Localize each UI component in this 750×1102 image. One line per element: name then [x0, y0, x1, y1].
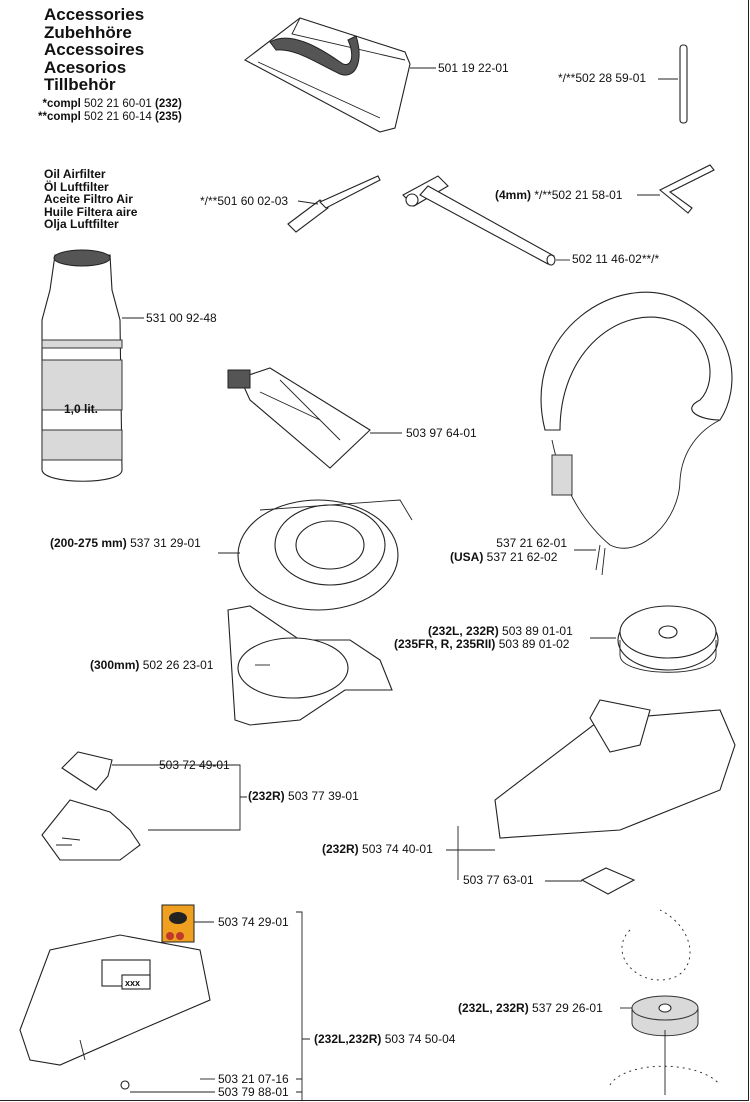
- guard4-model: (232R): [322, 842, 359, 856]
- decal-code: 503 74 29-01: [218, 915, 289, 929]
- harness-usa: (USA): [450, 550, 484, 564]
- washer-label: (232L, 232R) 537 29 26-01: [458, 1002, 603, 1015]
- title-sv: Tillbehör: [44, 75, 116, 94]
- hexkey-label: (4mm) */**502 21 58-01: [495, 189, 622, 202]
- guard2-code: 502 26 23-01: [142, 658, 214, 672]
- guard1-code: 537 31 29-01: [130, 536, 201, 550]
- pin-illustration: [658, 44, 688, 124]
- guard5-illustration: [19, 911, 310, 1100]
- guard3-illustration: [41, 764, 247, 861]
- compl-235: **compl 502 21 60-14 (235): [38, 111, 182, 123]
- hexkey-code: */**502 21 58-01: [534, 188, 623, 202]
- plate-code: 503 77 63-01: [463, 873, 534, 887]
- screwdriver-illustration: [287, 175, 381, 233]
- guard5-code: 503 74 50-04: [384, 1032, 456, 1046]
- title-es: Acesorios: [44, 57, 127, 77]
- guard1-label: (200-275 mm) 537 31 29-01: [50, 537, 201, 550]
- grease-code: 503 97 64-01: [406, 426, 477, 440]
- guard4-code: 503 74 40-01: [362, 842, 433, 856]
- hexkey-illustration: [637, 164, 715, 214]
- page-title: Accessories Zubehhöre Accessoires Acesor…: [44, 6, 144, 94]
- bag-illustration: [243, 17, 436, 133]
- guard3-code: 503 77 39-01: [288, 789, 359, 803]
- pin-code: */**502 28 59-01: [558, 71, 647, 85]
- guard4-label: (232R) 503 74 40-01: [322, 843, 433, 856]
- guard2-illustration: [227, 605, 393, 726]
- screw1-code: 503 21 07-16: [218, 1072, 289, 1086]
- harness-code: 537 21 62-01: [496, 536, 567, 550]
- spool-label-2: (235FR, R, 235RII) 503 89 01-02: [394, 638, 569, 651]
- spool-code-1: 503 89 01-01: [502, 624, 573, 638]
- oil-title-sv: Olja Luftfilter: [44, 217, 119, 232]
- guard3-model: (232R): [248, 789, 285, 803]
- harness-usa-label: (USA) 537 21 62-02: [450, 551, 557, 564]
- spool-model-2: (235FR, R, 235RII): [394, 637, 496, 651]
- title-en: Accessories: [44, 5, 145, 24]
- guard3-label: (232R) 503 77 39-01: [248, 790, 359, 803]
- guard1-illustration: [218, 499, 413, 611]
- wrench-illustration: [402, 175, 570, 266]
- guard1-size: (200-275 mm): [50, 536, 127, 550]
- hexkey-size: (4mm): [495, 188, 532, 202]
- plate-illustration: [545, 867, 636, 895]
- wrench-code: 502 11 46-02**/*: [572, 252, 660, 266]
- guard2-label: (300mm) 502 26 23-01: [90, 659, 213, 672]
- compl-list: *compl 502 21 60-01 (232) **compl 502 21…: [38, 98, 182, 124]
- oil-title-es: Aceite Filtro Air: [44, 192, 133, 207]
- harness-illustration: [540, 291, 733, 576]
- guard4-illustration: [446, 699, 736, 880]
- spool-label-1: (232L, 232R) 503 89 01-01: [428, 625, 573, 638]
- washer-code: 537 29 26-01: [532, 1001, 603, 1015]
- oil-title-en: Oil Airfilter: [44, 167, 106, 181]
- bracket-code: 503 72 49-01: [159, 758, 230, 772]
- oil-bottle-illustration: [41, 249, 144, 482]
- guard5-model: (232L,232R): [314, 1032, 382, 1046]
- bracket-illustration: [61, 751, 155, 791]
- guard2-size: (300mm): [90, 658, 140, 672]
- title-fr: Accessoires: [44, 40, 145, 59]
- spool-illustration: [590, 605, 719, 673]
- washer-model: (232L, 232R): [458, 1001, 529, 1015]
- screwdriver-code: */**501 60 02-03: [200, 194, 289, 208]
- decal-illustration: [161, 904, 214, 943]
- bottle-volume: 1,0 lit.: [64, 402, 99, 416]
- washer-illustration: [609, 909, 721, 1095]
- spool-code-2: 503 89 01-02: [498, 637, 570, 651]
- guard5-label: (232L,232R) 503 74 50-04: [314, 1033, 455, 1046]
- harness-usa-code: 537 21 62-02: [486, 550, 558, 564]
- oil-title-de: Öl Luftfilter: [44, 179, 109, 194]
- oil-code: 531 00 92-48: [146, 311, 217, 325]
- grease-tube-illustration: [227, 367, 402, 469]
- oil-title-fr: Huile Filtera aire: [44, 204, 138, 219]
- guard5-decal-text: xxx: [125, 978, 141, 988]
- bag-code: 501 19 22-01: [438, 61, 509, 75]
- oil-airfilter-title: Oil Airfilter Öl Luftfilter Aceite Filtr…: [44, 168, 137, 231]
- spool-model-1: (232L, 232R): [428, 624, 499, 638]
- compl-232: *compl 502 21 60-01 (232): [42, 98, 182, 110]
- screw2-code: 503 79 88-01: [218, 1085, 289, 1099]
- title-de: Zubehhöre: [44, 22, 132, 42]
